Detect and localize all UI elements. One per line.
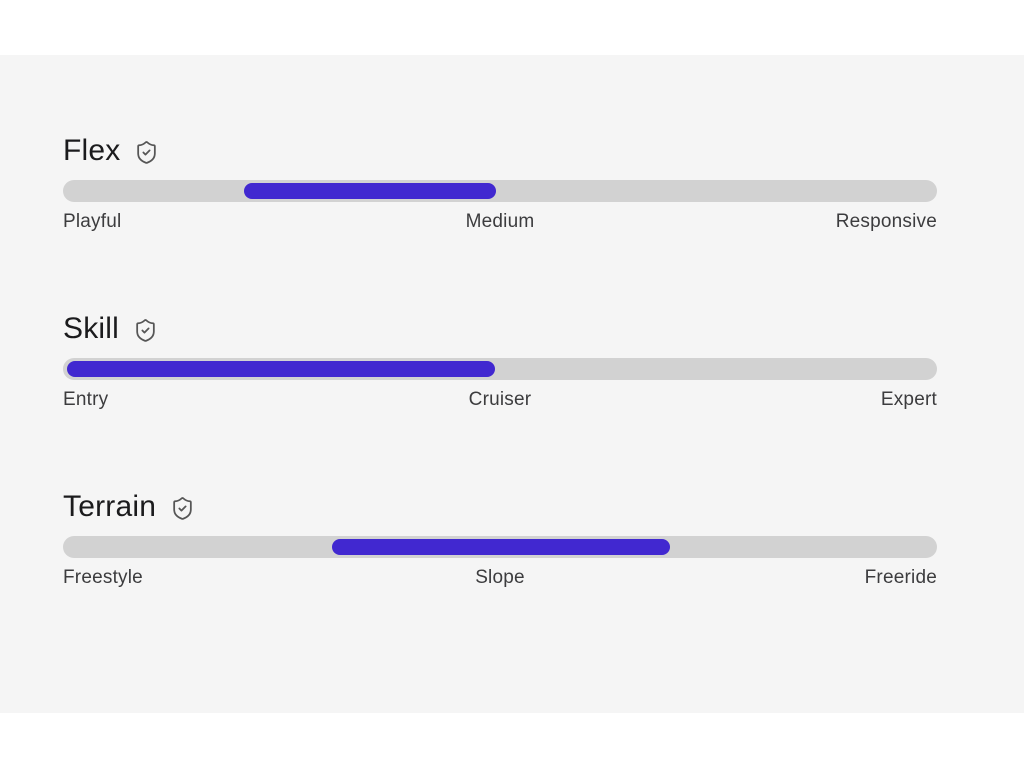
spec-title-terrain: Terrain xyxy=(63,490,157,523)
skill-slider-track xyxy=(63,358,937,380)
shield-check-icon[interactable] xyxy=(169,495,195,521)
shield-check-icon[interactable] xyxy=(133,139,159,165)
terrain-label-max: Freeride xyxy=(864,567,937,588)
flex-label-mid: Medium xyxy=(465,211,535,232)
flex-slider-fill xyxy=(243,183,496,199)
shield-check-icon[interactable] xyxy=(132,317,158,343)
spec-row-flex: Flex Playful Medium Responsive xyxy=(63,136,937,233)
spec-row-terrain: Terrain Freestyle Slope Freeride xyxy=(63,492,937,589)
spec-header: Flex xyxy=(63,136,937,166)
skill-slider-inner xyxy=(67,361,933,377)
spec-panel: Flex Playful Medium Responsive Skill xyxy=(0,55,1024,713)
terrain-scale-labels: Freestyle Slope Freeride xyxy=(63,567,937,589)
terrain-slider-inner xyxy=(67,539,933,555)
flex-scale-labels: Playful Medium Responsive xyxy=(63,211,937,233)
skill-label-max: Expert xyxy=(880,389,937,410)
terrain-label-min: Freestyle xyxy=(63,567,143,588)
skill-label-min: Entry xyxy=(63,389,109,410)
terrain-slider-fill xyxy=(331,539,670,555)
flex-slider-track xyxy=(63,180,937,202)
spec-header: Terrain xyxy=(63,492,937,522)
spec-title-skill: Skill xyxy=(63,312,120,345)
skill-scale-labels: Entry Cruiser Expert xyxy=(63,389,937,411)
terrain-slider-track xyxy=(63,536,937,558)
spec-row-skill: Skill Entry Cruiser Expert xyxy=(63,314,937,411)
spec-header: Skill xyxy=(63,314,937,344)
flex-label-max: Responsive xyxy=(835,211,937,232)
flex-slider-inner xyxy=(67,183,933,199)
spec-title-flex: Flex xyxy=(63,134,121,167)
terrain-label-mid: Slope xyxy=(475,567,525,588)
skill-slider-fill xyxy=(67,361,495,377)
skill-label-mid: Cruiser xyxy=(468,389,532,410)
flex-label-min: Playful xyxy=(63,211,122,232)
